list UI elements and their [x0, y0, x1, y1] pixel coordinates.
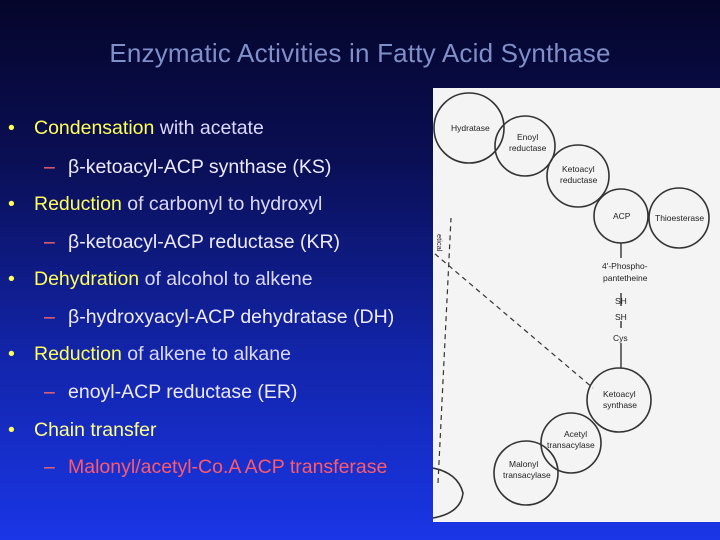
partial-domain-left: [433, 467, 464, 519]
sub-dash: –: [44, 156, 55, 178]
bullet-bold-text: Chain transfer: [34, 419, 157, 441]
bullet-bold-text: Dehydration: [34, 268, 140, 290]
bullet-bold-text: Reduction: [34, 343, 122, 365]
bullet-dot: •: [8, 419, 15, 441]
sub-bullet-text: β-ketoacyl-ACP reductase (KR): [68, 231, 341, 253]
fas-domain-diagram: Hydratase Enoyl reductase Ketoacyl reduc…: [433, 88, 720, 522]
sub-dash: –: [44, 306, 55, 328]
bullet-reduction-alkene: • Reduction of alkene to alkane: [8, 343, 291, 366]
sub-bullet-transferase: –Malonyl/acetyl-Co.A ACP transferase: [44, 456, 387, 479]
slide-title: Enzymatic Activities in Fatty Acid Synth…: [109, 38, 611, 68]
label-acp: ACP: [613, 211, 631, 221]
enoyl-reductase-domain: [494, 115, 556, 177]
label-enoyl-2: reductase: [509, 143, 547, 153]
bullet-dot: •: [8, 193, 15, 215]
thioesterase-domain: [648, 187, 710, 249]
sub-bullet-text: β-hydroxyacyl-ACP dehydratase (DH): [68, 306, 395, 328]
label-synthase: synthase: [603, 400, 637, 410]
sub-bullet-text: enoyl-ACP reductase (ER): [68, 381, 298, 403]
bullet-dehydration: • Dehydration of alcohol to alkene: [8, 268, 313, 291]
bullet-rest-text: of alcohol to alkene: [139, 268, 313, 290]
bullet-chain-transfer: • Chain transfer: [8, 419, 156, 442]
label-malonyl: Malonyl: [509, 459, 538, 469]
label-thioesterase: Thioesterase: [655, 213, 704, 223]
label-phospho: 4'-Phospho-: [602, 261, 648, 271]
label-cys: Cys: [613, 333, 628, 343]
sub-bullet-text: Malonyl/acetyl-Co.A ACP transferase: [68, 456, 388, 478]
acetyl-transacylase-domain: [540, 412, 602, 474]
bullet-dot: •: [8, 117, 15, 139]
sub-dash: –: [44, 381, 55, 403]
label-pantetheine: pantetheine: [603, 273, 648, 283]
label-acetyl-transacylase: transacylase: [547, 440, 595, 450]
sub-dash: –: [44, 456, 55, 478]
sub-dash: –: [44, 231, 55, 253]
label-sh-1: SH: [615, 296, 627, 306]
label-edge-text: etical: [435, 234, 444, 252]
label-sh-2: SH: [615, 312, 627, 322]
sub-bullet-kr: –β-ketoacyl-ACP reductase (KR): [44, 231, 340, 254]
bullet-bold-text: Condensation: [34, 117, 155, 139]
dashed-boundary: [437, 217, 452, 484]
ketoacyl-reductase-domain: [546, 144, 610, 208]
diagram-svg: Hydratase Enoyl reductase Ketoacyl reduc…: [433, 92, 710, 519]
label-enoyl: Enoyl: [517, 132, 538, 142]
bullet-dot: •: [8, 268, 15, 290]
ketoacyl-synthase-domain: [586, 367, 652, 433]
bullet-condensation: • Condensation with acetate: [8, 117, 264, 140]
label-hydratase: Hydratase: [451, 123, 490, 133]
label-ketoacyl-red-2: reductase: [560, 175, 598, 185]
bullet-rest-text: of carbonyl to hydroxyl: [121, 193, 323, 215]
label-ketoacyl-syn: Ketoacyl: [603, 389, 636, 399]
label-malonyl-transacylase: transacylase: [503, 470, 551, 480]
bullet-dot: •: [8, 343, 15, 365]
sub-bullet-text: β-ketoacyl-ACP synthase (KS): [68, 156, 332, 178]
sub-bullet-dh: –β-hydroxyacyl-ACP dehydratase (DH): [44, 306, 394, 329]
sub-bullet-ks: –β-ketoacyl-ACP synthase (KS): [44, 156, 331, 179]
bullet-bold-text: Reduction: [34, 193, 122, 215]
dashed-boundary: [433, 251, 594, 389]
hydratase-domain: [433, 92, 505, 164]
bullet-reduction-carbonyl: • Reduction of carbonyl to hydroxyl: [8, 193, 322, 216]
label-acetyl: Acetyl: [564, 429, 587, 439]
bullet-rest-text: with acetate: [154, 117, 264, 139]
bullet-rest-text: of alkene to alkane: [121, 343, 291, 365]
label-ketoacyl-red: Ketoacyl: [562, 164, 595, 174]
sub-bullet-er: –enoyl-ACP reductase (ER): [44, 381, 297, 404]
malonyl-transacylase-domain: [493, 440, 559, 506]
